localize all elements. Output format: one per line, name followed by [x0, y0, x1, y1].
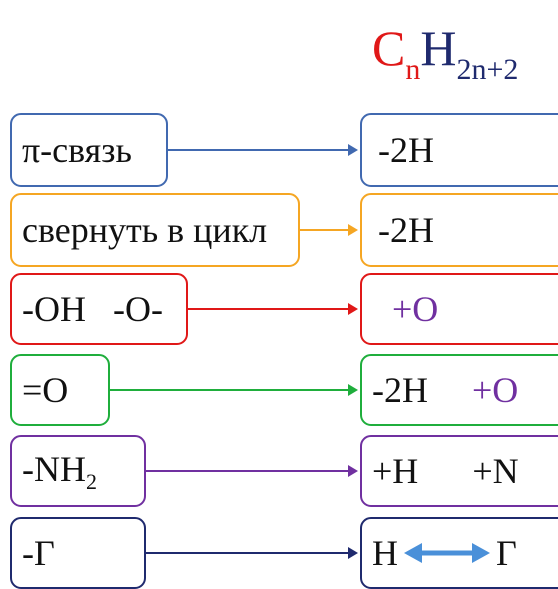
amino-label: -NH2: [22, 448, 97, 494]
pi-bond-box: π-связь: [10, 113, 168, 187]
result-label-4b: +O: [472, 370, 519, 410]
formula-carbon-index: n: [405, 53, 421, 86]
result-label-5b: +N: [472, 451, 519, 491]
pi-bond-label: π-связь: [22, 130, 132, 170]
arrow-2: [300, 224, 358, 236]
result-label-5a: +H: [372, 451, 419, 491]
result-label-1: -2H: [378, 130, 434, 170]
carbonyl-label: =O: [22, 370, 69, 410]
hydroxyl-ether-label: -OH -O-: [22, 289, 163, 329]
halogen-box: -Г: [10, 517, 146, 589]
result-box-3: +O: [360, 273, 558, 345]
result-label-6a: H: [372, 533, 398, 573]
ring-closure-box: свернуть в цикл: [10, 193, 300, 267]
result-box-2: -2H: [360, 193, 558, 267]
halogen-label: -Г: [22, 533, 55, 573]
arrow-3: [188, 303, 358, 315]
formula-hydrogen-index: 2n+2: [456, 53, 519, 86]
result-label-6b: Г: [496, 533, 517, 573]
general-formula: CnH2n+2: [372, 18, 518, 100]
result-label-2: -2H: [378, 210, 434, 250]
carbonyl-box: =O: [10, 354, 110, 426]
arrow-6: [146, 547, 358, 559]
amino-box: -NH2: [10, 435, 146, 507]
result-label-3: +O: [392, 289, 439, 329]
arrow-1: [168, 144, 358, 156]
ring-closure-label: свернуть в цикл: [22, 210, 268, 250]
result-box-1: -2H: [360, 113, 558, 187]
arrow-5: [146, 465, 358, 477]
formula-carbon: C: [372, 20, 406, 76]
hydroxyl-ether-box: -OH -O-: [10, 273, 188, 345]
double-arrow-icon: [404, 543, 490, 563]
result-box-6: H Г: [360, 517, 558, 589]
result-box-5: +H +N: [360, 435, 558, 507]
result-label-4a: -2H: [372, 370, 428, 410]
formula-hydrogen: H: [420, 20, 457, 76]
result-box-4: -2H +O: [360, 354, 558, 426]
arrow-4: [110, 384, 358, 396]
